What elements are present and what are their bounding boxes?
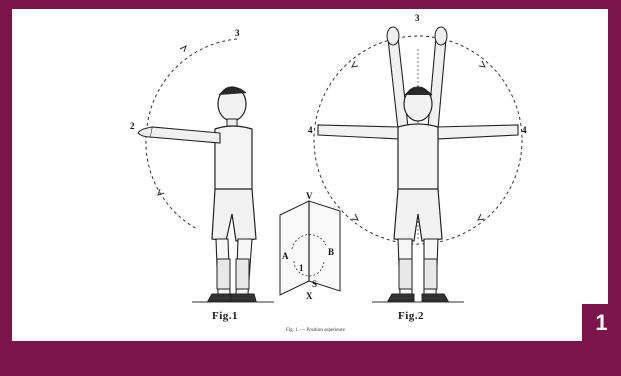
diagram-point-s: S <box>312 279 317 289</box>
fig2-point-left: 4 <box>308 125 313 135</box>
fig1-point-front: 2 <box>130 121 135 131</box>
fig2-point-top: 3 <box>415 13 420 23</box>
figure-1 <box>138 39 274 302</box>
diagram-point-x: X <box>306 291 313 301</box>
fig2-label: Fig.2 <box>398 310 424 322</box>
figure-caption: Fig. 1. — Position superieure <box>286 328 346 333</box>
fig2-point-right: 4 <box>522 125 527 135</box>
diagram-point-1: 1 <box>299 263 304 273</box>
figure-2 <box>314 27 522 302</box>
diagram-point-a: A <box>282 251 289 261</box>
bottom-bar <box>0 341 621 376</box>
diagram-point-b: B <box>328 247 334 257</box>
fig1-label: Fig.1 <box>212 310 238 322</box>
fig1-point-top: 3 <box>235 28 240 38</box>
diagram-point-v: V <box>306 191 313 201</box>
exercise-illustration: 3 2 Fig.1 V A B S X 1 <box>12 9 608 341</box>
illustration-panel: 3 2 Fig.1 V A B S X 1 <box>12 9 608 341</box>
figure-number-badge: 1 <box>582 304 621 341</box>
